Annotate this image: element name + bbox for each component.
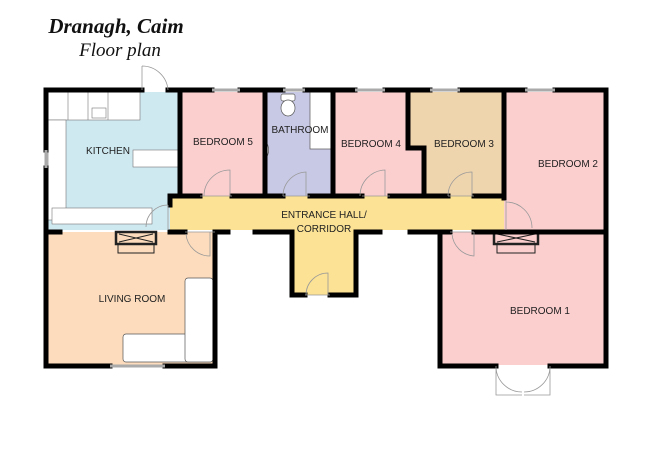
label-bathroom: BATHROOM [271,125,328,136]
room-hall [170,196,504,295]
label-kitchen: KITCHEN [86,146,130,157]
plan-title: Dranagh, Caim [48,14,184,38]
windows [44,88,555,368]
label-hall-line1: ENTRANCE HALL/ [281,210,367,221]
label-bedroom2: BEDROOM 2 [538,159,598,170]
room-bedroom1 [440,232,605,365]
room-bedroom5 [180,92,265,196]
doors [141,65,551,396]
label-bedroom5: BEDROOM 5 [193,137,253,148]
label-bedroom3: BEDROOM 3 [434,139,494,150]
room-bedroom2 [504,92,605,232]
label-bedroom1: BEDROOM 1 [510,306,570,317]
label-living: LIVING ROOM [99,294,166,305]
fireplaces [114,230,540,254]
label-bedroom4: BEDROOM 4 [341,139,401,150]
label-hall-line2: CORRIDOR [297,224,351,235]
walls [43,87,609,369]
plan-subtitle: Floor plan [79,40,161,61]
room-bedroom3 [408,92,504,196]
